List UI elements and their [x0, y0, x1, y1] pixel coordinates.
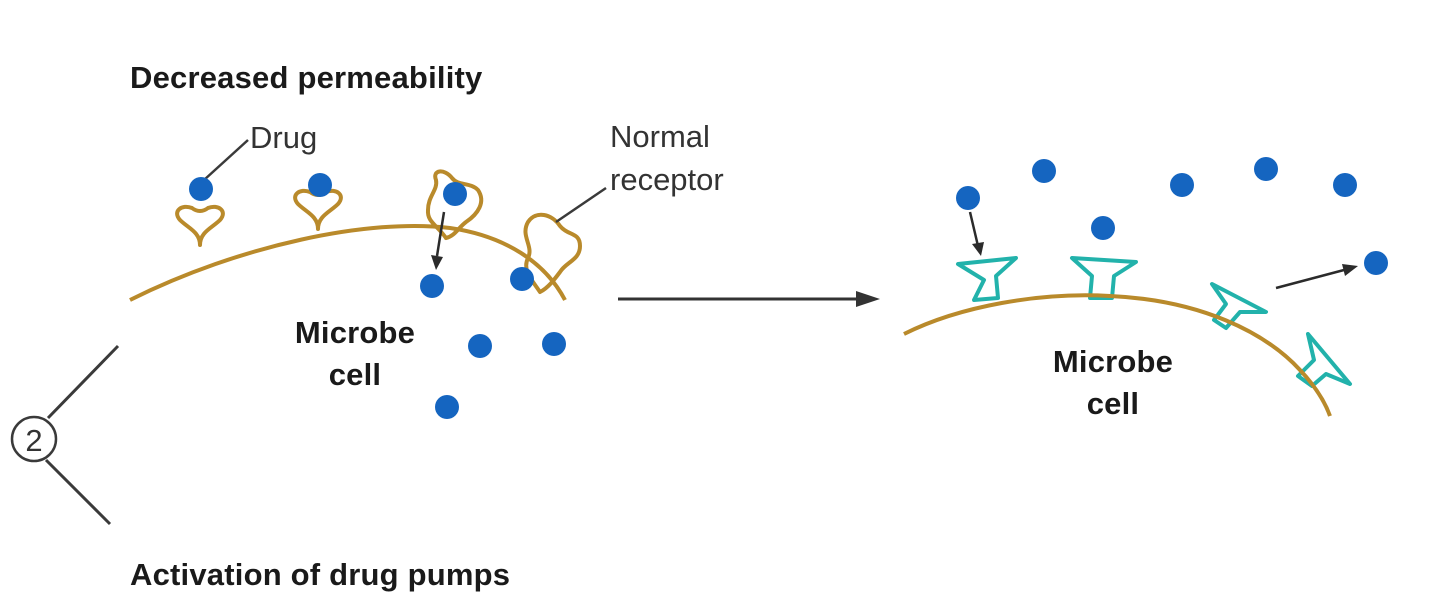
drug-molecule	[1170, 173, 1194, 197]
drug-pump-arrow	[1275, 264, 1358, 290]
altered-receptor	[956, 256, 1018, 302]
step-connector-line	[46, 344, 120, 420]
step-number: 2	[25, 423, 42, 458]
transition-arrow	[618, 291, 880, 307]
left-cell-membrane	[129, 223, 567, 302]
heading-activation-drug-pumps: Activation of drug pumps	[130, 557, 511, 592]
drug-molecule	[189, 177, 213, 201]
right-cell-label-line1: Microbe	[1052, 344, 1174, 379]
drug-molecule	[1333, 173, 1357, 197]
drug-entry-arrow	[431, 211, 446, 270]
left-cell-label-line2: cell	[328, 357, 382, 392]
receptor-label-line1: Normal	[610, 119, 710, 154]
drug-molecule	[468, 334, 492, 358]
drug-molecule	[308, 173, 332, 197]
left-cell-label-line1: Microbe	[294, 315, 416, 350]
drug-molecule	[542, 332, 566, 356]
drug-leader-line	[203, 139, 249, 181]
drug-entry-arrow	[968, 211, 984, 256]
receptor-label-line2: receptor	[610, 162, 724, 197]
altered-receptor	[1210, 282, 1268, 330]
drug-molecule	[510, 267, 534, 291]
right-cell-label-line2: cell	[1086, 386, 1140, 421]
step-number-circle	[10, 415, 58, 463]
heading-decreased-permeability: Decreased permeability	[130, 60, 483, 95]
step-connector-line	[44, 458, 112, 526]
drug-molecule	[1254, 157, 1278, 181]
drug-molecule	[443, 182, 467, 206]
drug-molecule	[435, 395, 459, 419]
drug-molecule	[1032, 159, 1056, 183]
drug-label: Drug	[250, 120, 318, 155]
normal-receptor	[425, 169, 484, 240]
right-cell-membrane	[903, 293, 1332, 417]
drug-molecule	[956, 186, 980, 210]
drug-molecule	[1364, 251, 1388, 275]
normal-receptor	[523, 212, 582, 294]
normal-receptor	[175, 204, 225, 247]
drug-molecule	[1091, 216, 1115, 240]
drug-molecule	[420, 274, 444, 298]
receptor-leader-line	[555, 186, 607, 224]
altered-receptor	[1070, 256, 1138, 300]
